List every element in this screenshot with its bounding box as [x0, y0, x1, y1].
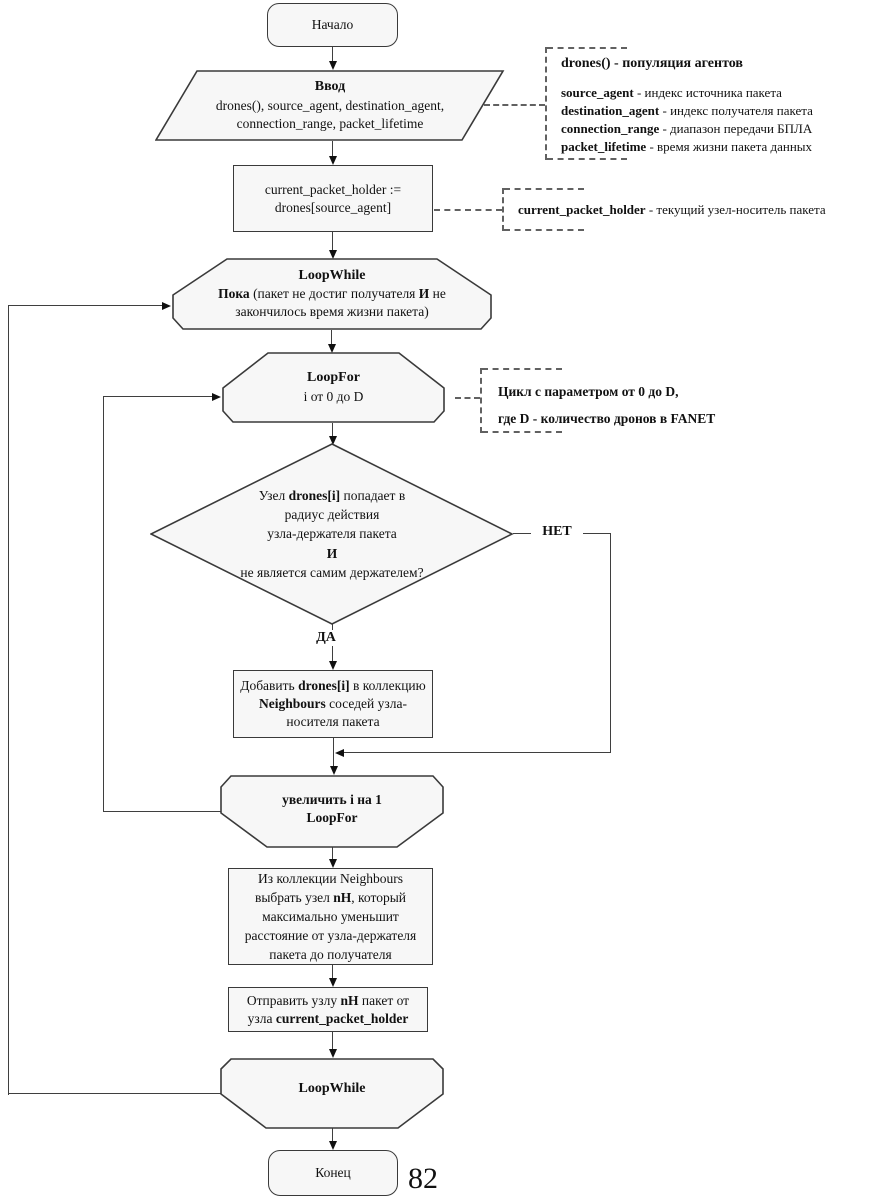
- dashed-connector: [484, 104, 545, 106]
- loop-while-begin-title: LoopWhile: [298, 267, 366, 283]
- connector-loopwhile-back: [8, 305, 162, 306]
- holder-note: current_packet_holder - текущий узел-нос…: [502, 188, 826, 231]
- arrowhead: [212, 393, 221, 401]
- arrowhead: [162, 302, 171, 310]
- connector-loopforend-select: [332, 847, 333, 859]
- decision-diamond-shape: [150, 443, 514, 625]
- start-node: Начало: [267, 3, 398, 47]
- arrowhead: [329, 436, 337, 445]
- input-node: Ввод drones(), source_agent, destination…: [165, 72, 495, 139]
- dashed-connector: [455, 397, 480, 399]
- loop-note: Цикл с параметром от 0 до D,где D - коли…: [480, 368, 760, 433]
- connector-send-loopwhileend: [332, 1032, 333, 1049]
- arrowhead: [329, 661, 337, 670]
- connector-start-input: [332, 47, 333, 63]
- connector-add-loopforend: [333, 738, 334, 766]
- loop-for-begin-range: i от 0 до D: [303, 388, 364, 404]
- loop-for-end-shape: [220, 775, 444, 848]
- arrowhead: [335, 749, 344, 757]
- yes-label: ДА: [300, 630, 352, 646]
- page-number: 82: [408, 1162, 438, 1195]
- connector-assign-loopwhile: [332, 232, 333, 250]
- arrowhead: [330, 766, 338, 775]
- no-label: НЕТ: [531, 524, 583, 540]
- connector-loopfor-back: [103, 396, 212, 397]
- loop-while-end-node: LoopWhile: [224, 1058, 440, 1120]
- loop-for-begin-title: LoopFor: [307, 370, 360, 386]
- arrowhead: [329, 1141, 337, 1150]
- arrowhead: [329, 859, 337, 868]
- loop-while-end-title: LoopWhile: [298, 1080, 366, 1096]
- connector-loopwhile-back: [8, 1093, 221, 1094]
- connector-no-branch: [344, 752, 611, 753]
- assign-holder-node: current_packet_holder :=drones[source_ag…: [233, 165, 433, 232]
- input-parallelogram-shape: [155, 70, 505, 141]
- arrowhead: [329, 978, 337, 987]
- loop-while-begin-node: LoopWhile Пока (пакет не достиг получате…: [176, 260, 488, 328]
- connector-loopfor-back: [103, 396, 104, 812]
- assign-holder-body: current_packet_holder :=drones[source_ag…: [264, 181, 402, 215]
- loop-note-body: Цикл с параметром от 0 до D,где D - коли…: [498, 384, 716, 426]
- input-body: drones(), source_agent, destination_agen…: [215, 97, 445, 131]
- connector-input-assign: [332, 141, 333, 162]
- holder-note-body: current_packet_holder - текущий узел-нос…: [518, 201, 826, 217]
- connector-loopwhile-back: [8, 305, 9, 1095]
- arrowhead: [329, 250, 337, 259]
- end-node: Конец: [268, 1150, 398, 1196]
- input-title: Ввод: [314, 79, 346, 95]
- end-label: Конец: [315, 1165, 351, 1181]
- dashed-connector: [434, 209, 502, 211]
- arrowhead: [329, 1049, 337, 1058]
- loop-while-end-shape: [220, 1058, 444, 1129]
- connector-loopfor-decision: [332, 423, 333, 436]
- arrowhead: [329, 156, 337, 165]
- connector-select-send: [332, 965, 333, 978]
- loop-for-begin-node: LoopFor i от 0 до D: [226, 354, 441, 421]
- start-label: Начало: [311, 17, 354, 33]
- loop-for-begin-shape: [222, 352, 445, 423]
- loop-while-begin-shape: [172, 258, 492, 330]
- connector-no-branch: [610, 533, 611, 753]
- arrowhead: [329, 61, 337, 70]
- connector-loopwhileend-end: [332, 1128, 333, 1141]
- connector-loopfor-back: [103, 811, 221, 812]
- arrowhead: [328, 344, 336, 353]
- connector-loopwhile-loopfor: [331, 330, 332, 344]
